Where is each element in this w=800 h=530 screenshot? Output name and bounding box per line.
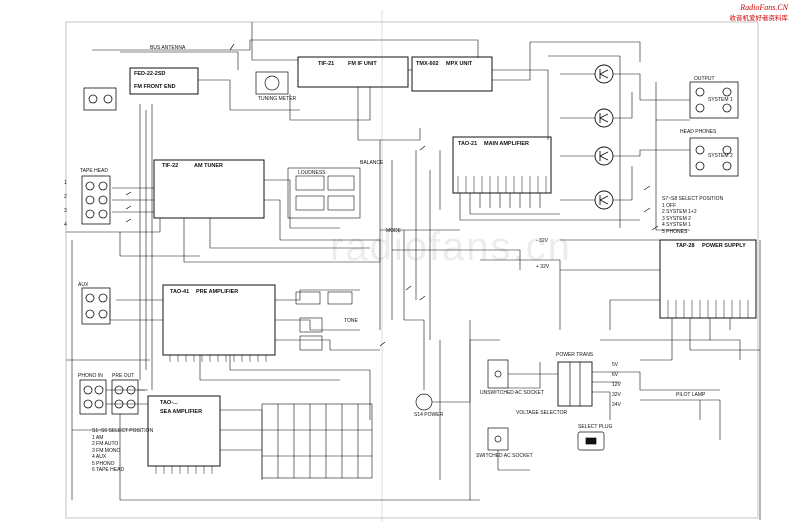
tone-label: TONE: [344, 318, 358, 324]
fm-front-end-code: FED-22-2SD: [134, 71, 166, 77]
system2-label: SYSTEM 2: [708, 153, 733, 159]
voltage-1: 5V: [612, 362, 619, 368]
legend-item-4: 4 AUX: [92, 454, 107, 460]
power-switch-label: S14 POWER: [414, 412, 444, 418]
main-amp-box: [452, 136, 552, 194]
pilot-lamp-label: PILOT LAMP: [676, 392, 706, 398]
v-plus-label: + 32V: [536, 264, 550, 270]
speaker-opt-3: 3 SYSTEM 2: [662, 215, 691, 222]
main-amp-code: TAO-21: [458, 141, 478, 147]
head-phones-label: HEAD PHONES: [680, 129, 717, 135]
speaker-opt-2: 2 SYSTEM 1+2: [662, 209, 697, 215]
voltage-3: 12V: [612, 382, 621, 388]
sea-amp-box: [147, 395, 221, 467]
fm-front-end-box: [129, 67, 199, 95]
sea-amp-title: SEA AMPLIFIER: [160, 409, 203, 415]
v-minus-label: - 32V: [536, 238, 548, 244]
legend-item-3: 3 FM MONO: [92, 447, 121, 454]
pre-amp-title: PRE AMPLIFIER: [196, 289, 239, 295]
legend-item-1: 1 AM: [92, 434, 104, 441]
mpx-unit-code: TMX-602: [416, 61, 439, 67]
system1-label: SYSTEM 1: [708, 97, 733, 103]
mode-label: MODE: [386, 228, 401, 234]
balance-label: BALANCE: [360, 160, 384, 166]
input-3: 3: [64, 208, 67, 214]
power-trans-label: POWER TRANS: [556, 352, 594, 358]
voltage-5: 24V: [612, 402, 621, 408]
center-watermark: radiofans.cn: [330, 225, 572, 269]
speaker-opt-4: 4 SYSTEM 1: [662, 222, 691, 228]
pre-out-label: PRE OUT: [112, 373, 135, 379]
am-tuner-box: [153, 159, 265, 219]
speaker-opt-5: 5 PHONES: [662, 228, 688, 235]
speaker-select-legend: S7~S8 SELECT POSITION 1 OFF 2 SYSTEM 1+2…: [662, 196, 723, 235]
input-4: 4: [64, 222, 67, 228]
power-supply-code: TAP-28: [676, 243, 695, 249]
fm-if-unit-title: FM IF UNIT: [348, 61, 377, 67]
input-1: 1: [64, 180, 67, 186]
am-tuner-code: TIF-22: [162, 163, 179, 169]
power-supply-title: POWER SUPPLY: [702, 243, 746, 249]
loudness-label: LOUDNESS: [298, 170, 326, 176]
voltage-2: 6V: [612, 372, 619, 378]
output-label: OUTPUT: [694, 76, 715, 82]
sea-amp-code: TAO-...: [160, 400, 178, 406]
select-plug-label: SELECT PLUG: [578, 424, 613, 430]
aux-label: AUX: [78, 282, 89, 288]
bus-antenna-label: BUS ANTENNA: [150, 45, 186, 51]
fm-front-end-title: FM FRONT END: [134, 84, 176, 90]
speaker-opt-1: 1 OFF: [662, 202, 677, 209]
pre-amp-code: TAO-41: [170, 289, 190, 295]
main-amp-title: MAIN AMPLIFIER: [484, 141, 530, 147]
fm-if-unit-code: TIF-21: [318, 61, 335, 67]
input-select-legend: S1~S6 SELECT POSITION 1 AM 2 FM AUTO 3 F…: [92, 428, 153, 474]
tuning-meter-label: TUNING METER: [258, 96, 297, 102]
legend-item-6: 6 TAPE HEAD: [92, 467, 125, 473]
am-tuner-title: AM TUNER: [194, 163, 224, 169]
watermark-tagline: 收音机爱好者资料库: [729, 14, 789, 22]
legend-item-5: 5 PHONO: [92, 460, 115, 467]
input-2: 2: [64, 194, 67, 200]
tape-head-label: TAPE HEAD: [80, 168, 108, 174]
switched-ac-label: SWITCHED AC SOCKET: [476, 453, 533, 459]
watermark-site: RadioFans.CN: [740, 3, 788, 12]
fm-if-unit-box: [297, 56, 409, 88]
mpx-unit-box: [411, 56, 493, 92]
speaker-select-title: S7~S8 SELECT POSITION: [662, 196, 724, 202]
legend-title: S1~S6 SELECT POSITION: [92, 428, 154, 434]
voltage-4: 32V: [612, 392, 621, 398]
unswitched-ac-label: UNSWITCHED AC SOCKET: [480, 390, 544, 396]
mpx-unit-title: MPX UNIT: [446, 61, 473, 67]
phono-in-label: PHONO IN: [78, 373, 103, 379]
voltage-selector-label: VOLTAGE SELECTOR: [516, 410, 568, 416]
legend-item-2: 2 FM AUTO: [92, 441, 119, 447]
pre-amp-box: [162, 284, 276, 356]
